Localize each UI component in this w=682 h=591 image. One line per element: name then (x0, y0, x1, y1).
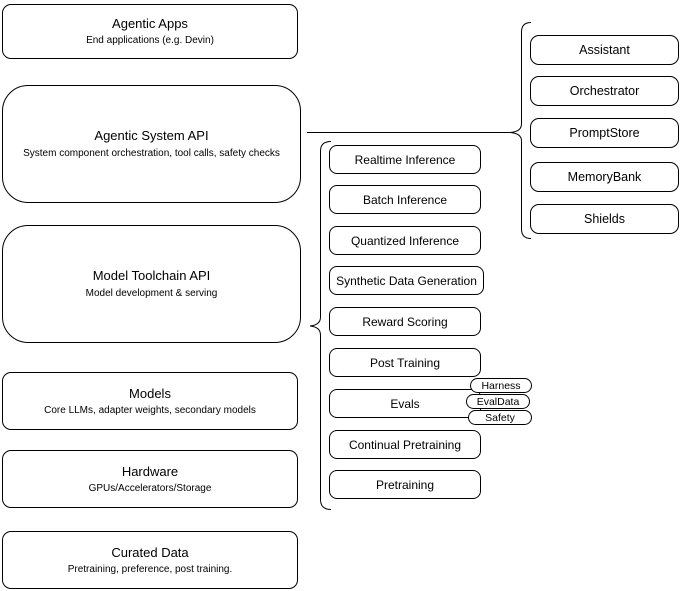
box-model-toolchain-api-subtitle: Model development & serving (85, 288, 218, 299)
box-curated-data-subtitle: Pretraining, preference, post training. (67, 563, 233, 575)
box-agentic-system-api: Agentic System API System component orch… (2, 85, 301, 203)
toolchain-box-reward-scoring: Reward Scoring (329, 307, 481, 336)
component-box-orchestrator: Orchestrator (530, 76, 679, 106)
toolchain-box-quantized-inference: Quantized Inference (329, 226, 481, 255)
box-agentic-apps-title: Agentic Apps (112, 16, 188, 31)
box-curated-data-title: Curated Data (111, 544, 189, 560)
box-models-title: Models (129, 385, 171, 401)
toolchain-box-post-training: Post Training (329, 348, 481, 377)
box-model-toolchain-api: Model Toolchain API Model development & … (2, 225, 301, 343)
box-hardware-subtitle: GPUs/Accelerators/Storage (88, 482, 212, 494)
toolchain-box-evals: Evals (329, 389, 481, 418)
toolchain-box-synthetic-data-generation: Synthetic Data Generation (329, 266, 484, 295)
eval-badge-evaldata: EvalData (466, 394, 530, 409)
right-column-brace (510, 22, 532, 239)
component-box-promptstore: PromptStore (530, 118, 679, 148)
toolchain-box-batch-inference: Batch Inference (329, 185, 481, 214)
box-curated-data: Curated Data Pretraining, preference, po… (2, 531, 298, 589)
box-model-toolchain-api-title: Model Toolchain API (92, 268, 211, 283)
eval-badge-safety: Safety (468, 410, 532, 425)
eval-badge-harness: Harness (470, 378, 532, 393)
toolchain-box-continual-pretraining: Continual Pretraining (329, 430, 481, 459)
box-hardware-title: Hardware (121, 463, 179, 479)
toolchain-box-realtime-inference: Realtime Inference (329, 145, 481, 174)
middle-column-brace (309, 141, 332, 510)
box-agentic-apps-subtitle: End applications (e.g. Devin) (86, 35, 214, 46)
box-agentic-system-api-title: Agentic System API (94, 128, 209, 143)
box-models: Models Core LLMs, adapter weights, secon… (2, 372, 298, 430)
box-agentic-system-api-subtitle: System component orchestration, tool cal… (23, 148, 280, 159)
box-hardware: Hardware GPUs/Accelerators/Storage (2, 450, 298, 508)
toolchain-box-pretraining: Pretraining (329, 470, 481, 499)
component-box-shields: Shields (530, 204, 679, 234)
box-agentic-apps: Agentic Apps End applications (e.g. Devi… (2, 4, 298, 59)
component-box-assistant: Assistant (530, 35, 679, 65)
component-box-memorybank: MemoryBank (530, 162, 679, 192)
box-models-subtitle: Core LLMs, adapter weights, secondary mo… (44, 404, 256, 416)
